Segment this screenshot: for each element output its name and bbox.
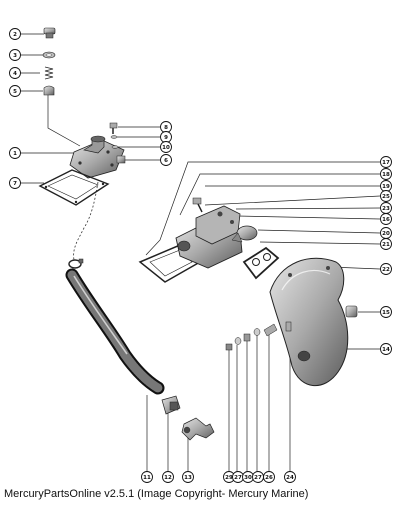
callout-26: 26 (263, 471, 275, 483)
callout-17: 17 (380, 156, 392, 168)
svg-text:13: 13 (184, 475, 192, 481)
thermostat-valve (231, 225, 258, 243)
dashed-connector (73, 181, 99, 261)
svg-text:10: 10 (162, 145, 170, 151)
svg-text:25: 25 (382, 194, 390, 200)
svg-text:7: 7 (13, 181, 17, 187)
callout-9: 9 (160, 131, 172, 143)
elbow-fitting (181, 417, 215, 441)
callout-14: 14 (380, 343, 392, 355)
callout-4: 4 (9, 67, 21, 79)
svg-text:23: 23 (382, 206, 390, 212)
svg-text:4: 4 (13, 71, 17, 77)
image-caption: MercuryPartsOnline v2.5.1 (Image Copyrig… (4, 488, 309, 500)
svg-text:11: 11 (143, 475, 151, 481)
washer-9 (110, 135, 118, 139)
callouts: 2 3 4 5 1 7 8 9 10 6 17 18 19 25 23 16 2… (9, 28, 392, 483)
bolt-part (109, 122, 118, 134)
callout-16: 16 (380, 213, 392, 225)
svg-text:2: 2 (13, 32, 17, 38)
callout-22: 22 (380, 263, 392, 275)
callout-1: 1 (9, 147, 21, 159)
callout-10: 10 (160, 141, 172, 153)
svg-text:17: 17 (382, 160, 390, 166)
plug-15 (345, 305, 358, 318)
callout-5: 5 (9, 85, 21, 97)
svg-text:21: 21 (382, 242, 390, 248)
spring-part (44, 66, 54, 80)
svg-text:5: 5 (13, 89, 17, 95)
svg-text:24: 24 (286, 475, 294, 481)
nut-part-6 (116, 155, 126, 164)
callout-2: 2 (9, 28, 21, 40)
callout-29: 29 (223, 471, 235, 483)
callout-21: 21 (380, 238, 392, 250)
callout-12: 12 (162, 471, 174, 483)
outlet-gasket (242, 246, 280, 280)
svg-text:6: 6 (164, 158, 168, 164)
callout-6: 6 (160, 154, 172, 166)
svg-text:9: 9 (164, 135, 168, 141)
cooling-housing (175, 205, 243, 269)
callout-18: 18 (380, 168, 392, 180)
water-hose (65, 268, 165, 395)
plunger-part (43, 85, 55, 96)
svg-text:8: 8 (164, 125, 168, 131)
washer-part (42, 51, 56, 59)
callout-30: 30 (242, 471, 254, 483)
small-parts-row (225, 321, 292, 351)
callout-7: 7 (9, 177, 21, 189)
callout-13: 13 (182, 471, 194, 483)
callout-27a: 27 (232, 471, 244, 483)
svg-text:12: 12 (164, 475, 172, 481)
exhaust-manifold (269, 257, 349, 387)
callout-19: 19 (380, 180, 392, 192)
svg-text:3: 3 (13, 53, 17, 59)
svg-text:18: 18 (382, 172, 390, 178)
callout-24: 24 (284, 471, 296, 483)
washer-10 (111, 145, 119, 149)
callout-11: 11 (141, 471, 153, 483)
callout-15: 15 (380, 306, 392, 318)
hose-fitting (161, 395, 181, 415)
callout-23: 23 (380, 202, 392, 214)
svg-text:27: 27 (254, 475, 262, 481)
svg-text:19: 19 (382, 184, 390, 190)
callout-20: 20 (380, 227, 392, 239)
svg-text:30: 30 (244, 475, 252, 481)
svg-text:16: 16 (382, 217, 390, 223)
callout-25: 25 (380, 190, 392, 202)
leader-lines (21, 33, 381, 473)
cap-part (43, 27, 56, 39)
svg-text:27: 27 (234, 475, 242, 481)
hose-clamp (68, 258, 84, 269)
svg-text:22: 22 (382, 267, 390, 273)
svg-text:14: 14 (382, 347, 390, 353)
svg-text:26: 26 (265, 475, 273, 481)
svg-text:29: 29 (225, 475, 233, 481)
small-screw-19 (192, 197, 203, 213)
callout-3: 3 (9, 49, 21, 61)
svg-text:1: 1 (13, 151, 17, 157)
callout-27b: 27 (252, 471, 264, 483)
thermostat-housing (69, 135, 125, 179)
svg-text:15: 15 (382, 310, 390, 316)
callout-8: 8 (160, 121, 172, 133)
housing-gasket (38, 169, 110, 206)
svg-text:20: 20 (382, 231, 390, 237)
